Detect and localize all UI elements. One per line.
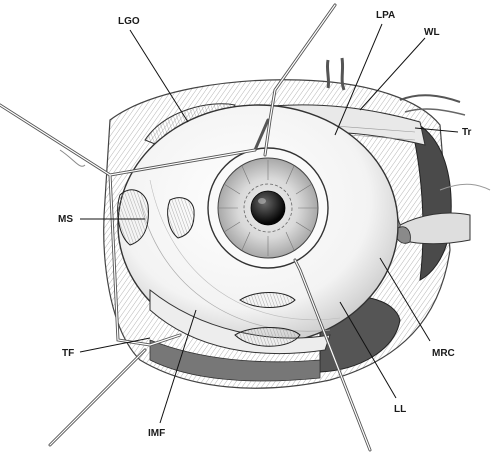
leader-lines <box>79 23 459 424</box>
lower-eyelid <box>149 288 331 355</box>
iris-assembly <box>207 147 329 269</box>
label-wl: WL <box>424 27 440 38</box>
label-tr: Tr <box>462 127 472 138</box>
retractor-highlights <box>0 4 371 451</box>
label-tf: TF <box>62 348 74 359</box>
label-ms: MS <box>58 214 73 225</box>
iris-fibers <box>218 160 318 256</box>
medial-tendons <box>117 189 195 246</box>
label-lgo: LGO <box>118 16 140 27</box>
label-lpa: LPA <box>376 10 395 21</box>
vessels <box>325 57 466 116</box>
label-ll: LL <box>394 404 406 415</box>
label-imf: IMF <box>148 428 165 439</box>
labels: LGO LPA WL Tr MS TF IMF LL MRC <box>58 10 472 439</box>
label-mrc: MRC <box>432 348 455 359</box>
